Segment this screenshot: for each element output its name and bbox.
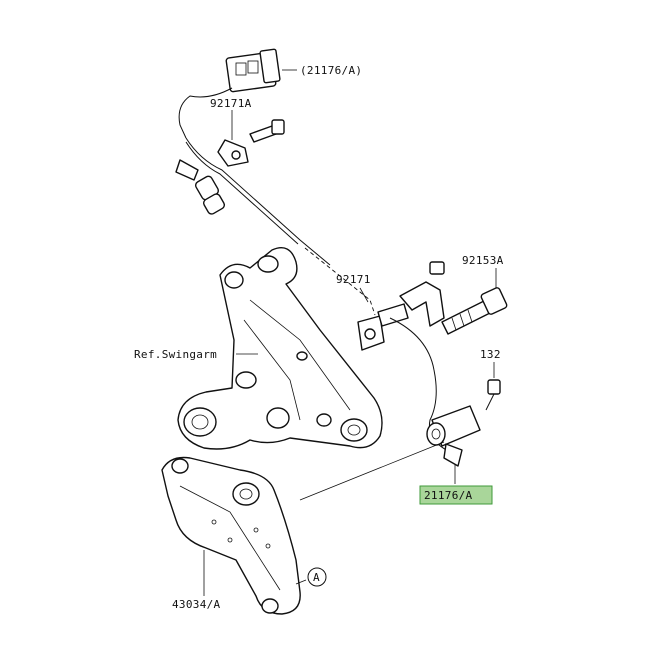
callout-ref-swingarm: Ref.Swingarm [134, 348, 217, 361]
callout-sensor-highlight: 21176/A [424, 489, 473, 502]
sensor-cable [185, 137, 331, 266]
connector-plug [178, 48, 281, 139]
marker-a-label: A [313, 571, 320, 584]
speed-sensor [426, 405, 481, 467]
callout-connector-ref: (21176/A) [300, 64, 362, 77]
grommet [175, 159, 226, 215]
screw-132 [485, 379, 501, 411]
callout-screw-small: 132 [480, 348, 501, 361]
callout-clamp-mid: 92171 [336, 273, 371, 286]
clamp-plate-92171 [357, 303, 409, 351]
callout-bolt-right: 92153A [462, 254, 504, 267]
highlight-callout: 21176/A [419, 485, 493, 505]
callout-clamp-top: 92171A [210, 97, 252, 110]
clamp-92171a [217, 119, 285, 167]
swingarm-ref [177, 247, 383, 450]
marker-a: A [307, 567, 327, 587]
bolt-92153a [441, 287, 508, 335]
cable-clip [399, 261, 445, 327]
callout-bracket: 43034/A [172, 598, 221, 611]
bracket-43034a [161, 456, 301, 615]
